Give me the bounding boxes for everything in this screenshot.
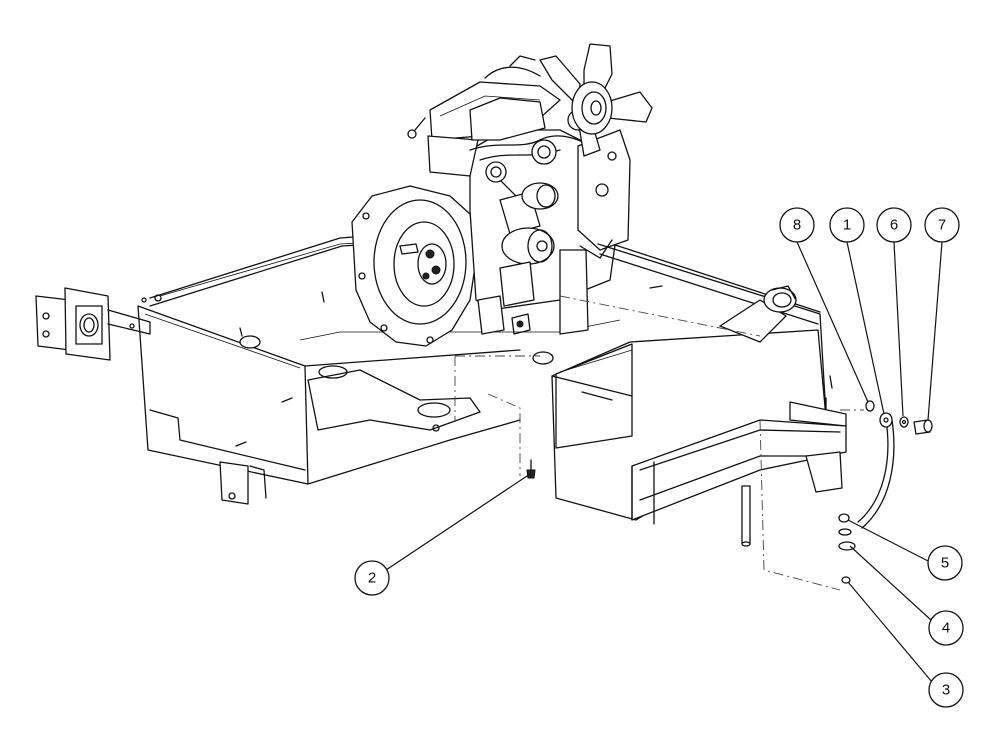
callout-2: 2 <box>354 560 390 596</box>
callout-4-label: 4 <box>942 620 950 637</box>
callout-8: 8 <box>779 207 815 243</box>
assembly-centerlines <box>454 295 864 591</box>
callout-5-label: 5 <box>941 555 949 572</box>
callout-7: 7 <box>924 207 960 243</box>
callout-8-label: 8 <box>793 217 801 234</box>
callout-7-label: 7 <box>938 217 946 234</box>
engine <box>351 43 653 347</box>
callout-4: 4 <box>928 610 964 646</box>
callout-1: 1 <box>829 207 865 243</box>
cooling-fan <box>539 43 653 157</box>
callout-3-label: 3 <box>942 682 950 699</box>
callout-3: 3 <box>928 672 964 708</box>
fuel-tank <box>551 243 847 547</box>
base-frame <box>35 221 821 505</box>
callout-1-label: 1 <box>843 217 851 234</box>
callout-6: 6 <box>876 207 912 243</box>
fastener-hardware <box>526 400 933 584</box>
leader-lines <box>385 241 943 683</box>
callout-2-label: 2 <box>368 570 376 587</box>
callout-6-label: 6 <box>890 217 898 234</box>
callout-5: 5 <box>927 545 963 581</box>
